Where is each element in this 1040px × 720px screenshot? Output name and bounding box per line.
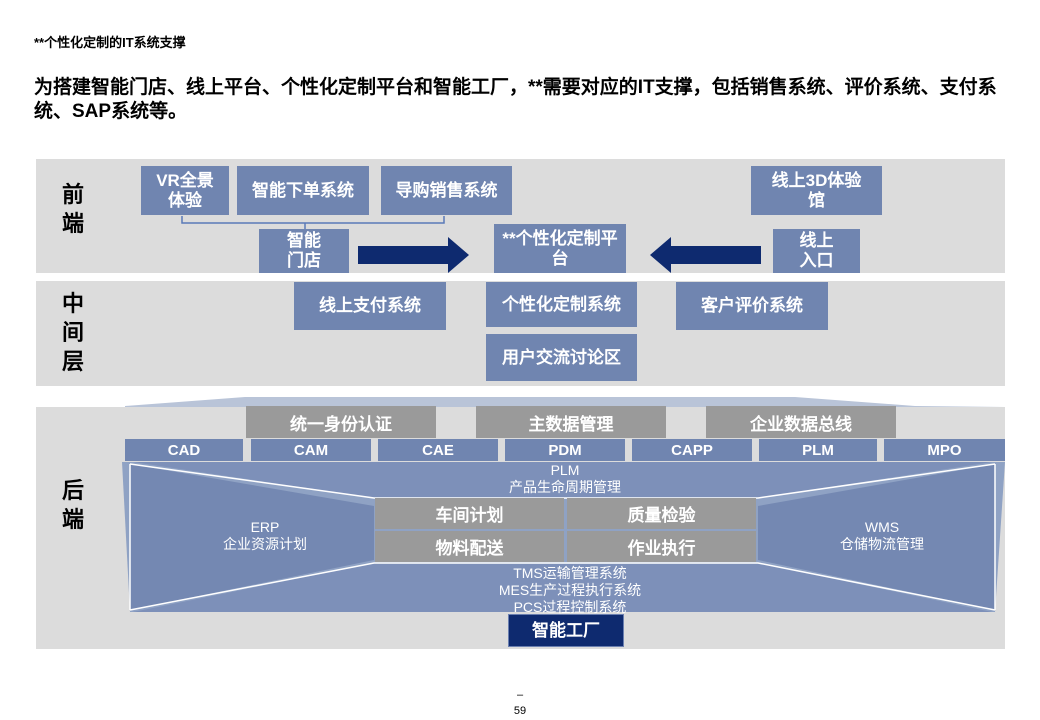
back-label: 后端 (58, 476, 88, 534)
tool-capp-label: CAPP (671, 441, 713, 459)
custom-platform-label: **个性化定制平台 (502, 228, 618, 268)
front-label: 前端 (58, 180, 88, 238)
pcs-label: PCS过程控制系统 (513, 599, 627, 615)
tool-plm: PLM (759, 439, 877, 461)
user-forum-label: 用户交流讨论区 (502, 347, 621, 367)
online-3d-box: 线上3D体验馆 (751, 166, 882, 215)
arrow-right-icon (358, 237, 469, 273)
smart-store-label: 智能门店 (287, 231, 321, 270)
identity-auth-label: 统一身份认证 (290, 414, 392, 434)
bottom-systems: TMS运输管理系统 MES生产过程执行系统 PCS过程控制系统 (420, 565, 720, 616)
tool-plm-label: PLM (802, 441, 834, 459)
front-bracket (181, 216, 445, 229)
plm-subtitle: 产品生命周期管理 (509, 479, 621, 495)
arrow-left-icon (650, 237, 761, 273)
footer-dash: – (516, 689, 524, 701)
guide-sales-box: 导购销售系统 (381, 166, 512, 215)
tool-cad: CAD (125, 439, 243, 461)
workshop-plan-label: 车间计划 (435, 506, 504, 525)
smart-factory-box: 智能工厂 (508, 614, 624, 647)
customer-review-box: 客户评价系统 (676, 282, 828, 330)
identity-auth-bar: 统一身份认证 (246, 406, 436, 438)
online-payment-box: 线上支付系统 (294, 282, 446, 330)
page-subtitle: **个性化定制的IT系统支撑 (34, 35, 186, 50)
mes-label: MES生产过程执行系统 (498, 582, 642, 598)
enterprise-bus-bar: 企业数据总线 (706, 406, 896, 438)
wms-subtitle: 仓储物流管理 (840, 536, 924, 552)
smart-order-label: 智能下单系统 (252, 180, 354, 200)
quality-inspection-label: 质量检验 (627, 506, 696, 525)
quality-inspection-box: 质量检验 (567, 498, 756, 529)
smart-store-box: 智能门店 (259, 229, 349, 273)
page-headline: 为搭建智能门店、线上平台、个性化定制平台和智能工厂，**需要对应的IT支撑，包括… (34, 77, 997, 122)
erp-section: ERP 企业资源计划 (195, 519, 335, 553)
wms-section: WMS 仓储物流管理 (812, 519, 952, 553)
enterprise-bus-label: 企业数据总线 (750, 414, 852, 434)
master-data-bar: 主数据管理 (476, 406, 666, 438)
middle-label-text: 中间层 (61, 291, 84, 374)
page-number: 59 (513, 705, 527, 717)
plm-title: PLM (550, 462, 580, 478)
vr-experience-label: VR全景体验 (156, 170, 214, 210)
master-data-label: 主数据管理 (528, 414, 614, 434)
vr-experience-box: VR全景体验 (141, 166, 229, 215)
tool-cam: CAM (251, 439, 371, 461)
back-label-text: 后端 (61, 478, 84, 532)
user-forum-box: 用户交流讨论区 (486, 334, 637, 381)
tool-cae: CAE (378, 439, 498, 461)
tool-mpo: MPO (884, 439, 1005, 461)
custom-system-label: 个性化定制系统 (502, 294, 621, 314)
customer-review-label: 客户评价系统 (701, 296, 803, 315)
workshop-plan-box: 车间计划 (375, 498, 564, 529)
tool-cae-label: CAE (422, 441, 454, 459)
tms-label: TMS运输管理系统 (513, 565, 627, 581)
online-3d-label: 线上3D体验馆 (771, 170, 862, 210)
smart-order-box: 智能下单系统 (237, 166, 369, 215)
online-entry-label: 线上入口 (799, 231, 834, 270)
job-execution-label: 作业执行 (627, 539, 696, 558)
erp-title: ERP (250, 519, 280, 535)
guide-sales-label: 导购销售系统 (395, 180, 498, 200)
smart-factory-label: 智能工厂 (532, 620, 600, 640)
tool-pdm: PDM (505, 439, 625, 461)
tool-capp: CAPP (632, 439, 752, 461)
custom-platform-box: **个性化定制平台 (494, 224, 626, 273)
tool-mpo-label: MPO (927, 441, 962, 459)
plm-section: PLM 产品生命周期管理 (440, 462, 690, 496)
custom-system-box: 个性化定制系统 (486, 282, 637, 327)
material-delivery-label: 物料配送 (435, 539, 504, 558)
wms-title: WMS (864, 519, 900, 535)
tool-cam-label: CAM (293, 441, 329, 459)
job-execution-box: 作业执行 (567, 531, 756, 562)
front-label-text: 前端 (61, 182, 84, 236)
online-payment-label: 线上支付系统 (319, 296, 421, 315)
tool-pdm-label: PDM (548, 441, 582, 459)
tool-cad-label: CAD (167, 441, 201, 459)
online-entry-box: 线上入口 (773, 229, 860, 273)
erp-subtitle: 企业资源计划 (223, 536, 307, 552)
middle-label: 中间层 (58, 289, 88, 376)
material-delivery-box: 物料配送 (375, 531, 564, 562)
